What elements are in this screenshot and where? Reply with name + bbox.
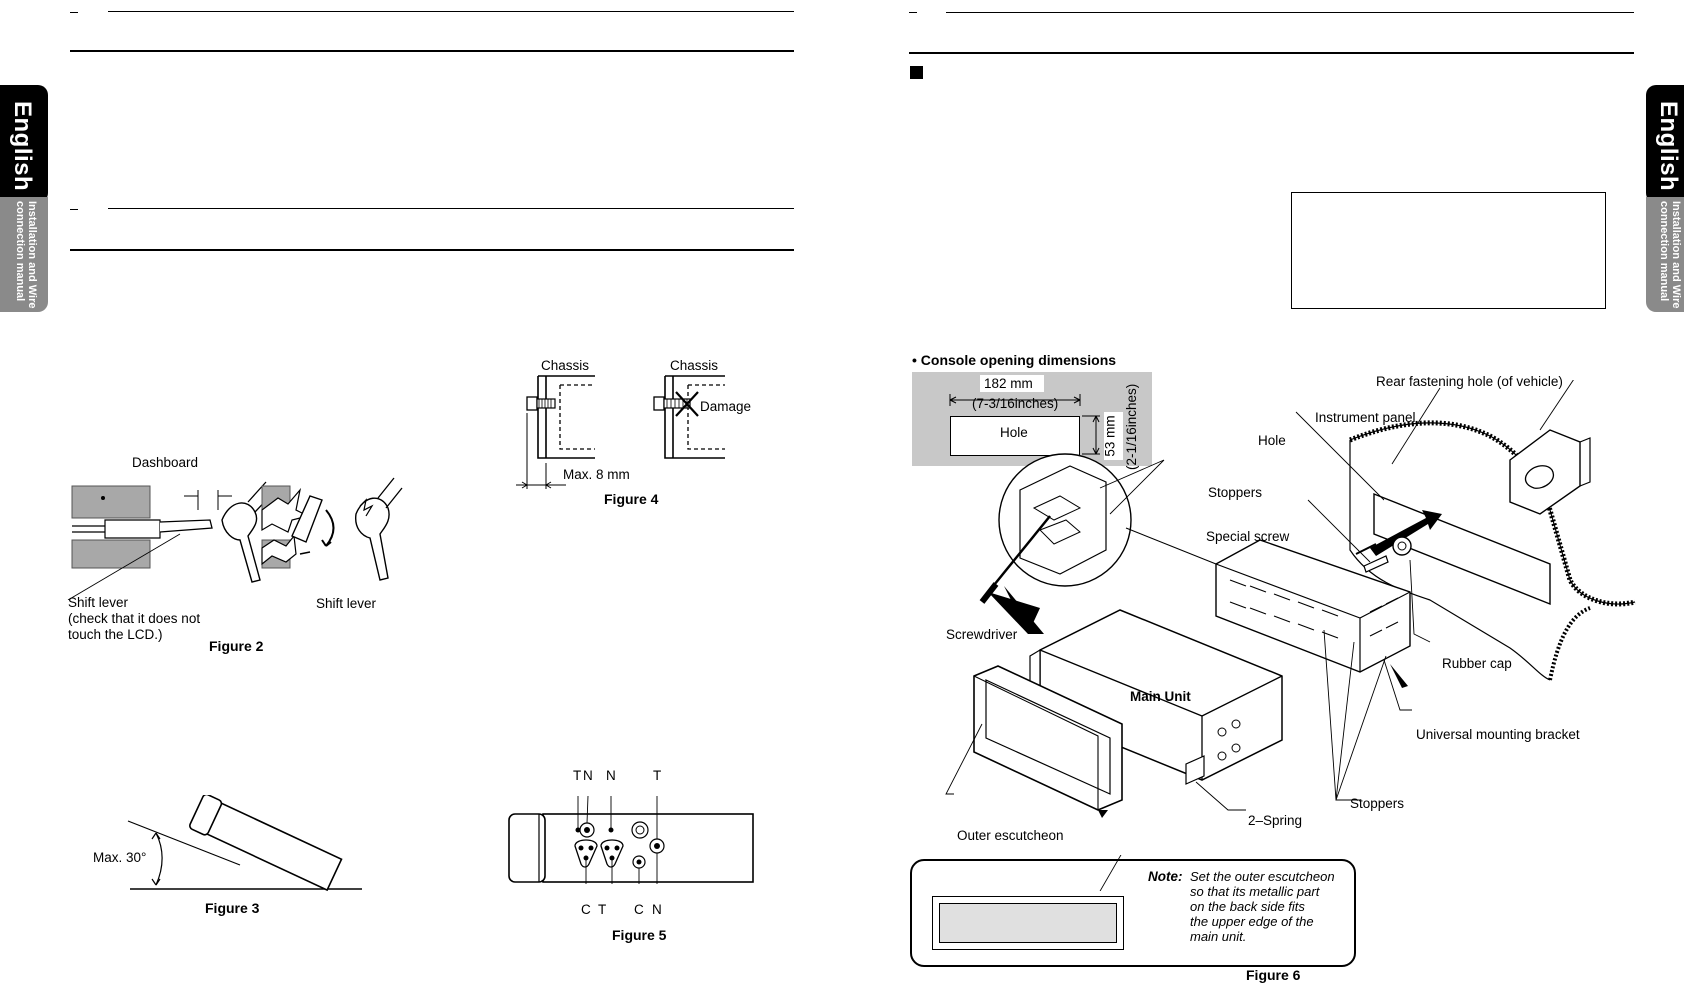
figure5-bottom-label-1: C	[581, 902, 591, 917]
figure5-bottom-label-3: C	[634, 902, 644, 917]
note-line-1: Set the outer escutcheon	[1190, 869, 1335, 884]
heading-rule	[946, 12, 1634, 13]
figure6-instrument-panel: Instrument panel	[1315, 410, 1416, 425]
console-width-in: (7-3/16inches)	[972, 396, 1059, 411]
figure5-top-label-4: T	[653, 768, 662, 783]
figure6-universal-bracket: Universal mounting bracket	[1416, 727, 1580, 742]
figure4-diagram	[516, 375, 725, 489]
figure2-caption: Figure 2	[209, 638, 264, 654]
figure5-bottom-label-4: N	[652, 902, 662, 917]
figure2-shift-lever-right: Shift lever	[316, 596, 377, 611]
note-label: Note:	[1148, 869, 1183, 884]
figure3-diagram	[127, 795, 362, 892]
figure4-max-depth: Max. 8 mm	[563, 467, 630, 482]
figure2-dashboard: Dashboard	[132, 455, 199, 470]
escutcheon-illustration	[932, 896, 1124, 950]
figure5-caption: Figure 5	[612, 927, 667, 943]
side-tab-language: English	[1655, 101, 1682, 192]
heading-dash	[70, 209, 78, 210]
figure2-shift-lever-left: Shift lever	[68, 595, 129, 610]
section-rule	[909, 52, 1634, 54]
figure6-outer-escutcheon: Outer escutcheon	[957, 828, 1064, 843]
figure6-main-unit: Main Unit	[1130, 689, 1191, 704]
figure6-stoppers-bottom: Stoppers	[1350, 796, 1405, 811]
note-line-3: on the back side fits	[1190, 899, 1305, 914]
figure5-diagram	[508, 795, 754, 884]
figure3-angle-label: Max. 30°	[93, 850, 147, 865]
console-width-label-box	[980, 375, 1044, 392]
figure4-caption: Figure 4	[604, 491, 659, 507]
square-bullet-icon	[910, 66, 923, 79]
console-heading: • Console opening dimensions	[912, 352, 1117, 368]
figure5-top-label-3: N	[606, 768, 616, 783]
side-tab-manual-line2: connection manual	[14, 201, 26, 302]
side-tab-english-left: English	[0, 85, 48, 203]
figure6-rubber-cap: Rubber cap	[1442, 656, 1512, 671]
figure5-top-label-2: N	[583, 768, 593, 783]
figure6-rear-hole: Rear fastening hole (of vehicle)	[1376, 374, 1563, 389]
heading-dash	[909, 12, 917, 13]
figure5-top-label-1: T	[573, 768, 582, 783]
side-tab-manual-line2: connection manual	[1658, 201, 1670, 302]
side-tab-manual-line1: Installation and Wire	[26, 201, 38, 309]
note-box: Note: Set the outer escutcheon so that i…	[910, 855, 1356, 967]
side-tab-manual-line1: Installation and Wire	[1670, 201, 1682, 309]
figure6-screwdriver: Screwdriver	[946, 627, 1018, 642]
heading-rule	[108, 208, 794, 209]
note-line-5: main unit.	[1190, 929, 1247, 944]
figure4-damage: Damage	[700, 399, 752, 414]
heading-rule	[108, 11, 794, 12]
note-line-2: so that its metallic part	[1190, 884, 1320, 899]
figure6-diagram	[945, 380, 1636, 818]
figure6-caption: Figure 6	[1246, 967, 1301, 983]
side-tab-manual-right: Installation and Wire connection manual	[1646, 197, 1684, 312]
figure5-bottom-label-2: T	[598, 902, 607, 917]
figure2-shift-lever-note-2: touch the LCD.)	[68, 627, 163, 642]
figure2-shift-lever-note-1: (check that it does not	[68, 611, 201, 626]
heading-dash	[70, 12, 78, 13]
figure6-spring: 2–Spring	[1248, 813, 1303, 828]
console-height-label-box	[1104, 412, 1123, 460]
side-tab-manual-left: Installation and Wire connection manual	[0, 197, 48, 312]
console-hole-rect	[950, 416, 1080, 456]
console-hole-label: Hole	[1000, 425, 1028, 440]
console-dimension-lines	[949, 394, 1100, 455]
info-box	[1291, 192, 1606, 309]
note-line-4: the upper edge of the	[1190, 914, 1314, 929]
figure6-special-screw: Special screw	[1206, 529, 1290, 544]
section-rule	[70, 50, 794, 52]
section-rule	[70, 249, 794, 251]
side-tab-language: English	[9, 101, 36, 192]
figure4-chassis-left: Chassis	[541, 358, 590, 373]
figure3-caption: Figure 3	[205, 900, 260, 916]
figure4-chassis-right: Chassis	[670, 358, 719, 373]
figure6-hole: Hole	[1258, 433, 1286, 448]
figure2-diagram	[67, 477, 403, 600]
figure6-stoppers-top: Stoppers	[1208, 485, 1263, 500]
console-width-mm: 182 mm	[984, 376, 1033, 391]
note-pointer	[1081, 855, 1122, 891]
side-tab-english-right: English	[1646, 85, 1684, 203]
